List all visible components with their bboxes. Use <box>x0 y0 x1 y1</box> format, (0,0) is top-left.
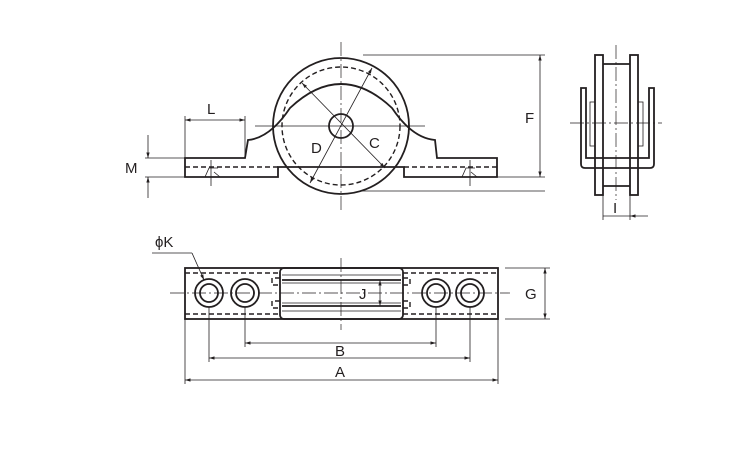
label-a: A <box>335 364 345 381</box>
dimension-d <box>309 67 373 184</box>
label-i: I <box>613 200 617 217</box>
wheel-top <box>279 267 404 320</box>
label-k: ϕK <box>155 234 173 251</box>
front-view: D C L M F <box>125 42 545 210</box>
label-b: B <box>335 343 345 360</box>
label-f: F <box>525 110 534 127</box>
label-l: L <box>207 101 215 118</box>
label-m: M <box>125 160 138 177</box>
label-j: J <box>359 286 367 303</box>
label-g: G <box>525 286 537 303</box>
label-d: D <box>311 140 322 157</box>
label-c: C <box>369 135 380 152</box>
side-view: I <box>570 45 662 220</box>
top-view: ϕK J G B A <box>152 234 550 384</box>
